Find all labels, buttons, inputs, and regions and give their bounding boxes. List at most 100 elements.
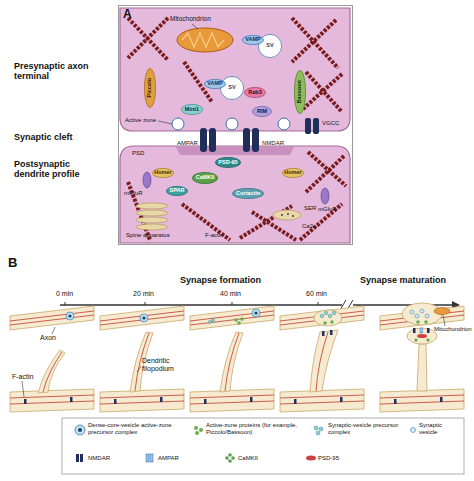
mature-synapse xyxy=(417,334,427,338)
receptor xyxy=(209,128,216,152)
panel-letter: B xyxy=(8,256,17,270)
protein-name: RIM xyxy=(257,109,267,115)
legend-text: Active-zone proteins (for example, Picco… xyxy=(206,422,312,435)
protein-name: SV xyxy=(266,43,273,49)
mature-synapse xyxy=(420,328,423,333)
structure-label: Mitochondrion xyxy=(170,15,211,22)
spine-apparatus xyxy=(136,203,168,209)
timeline-arrow xyxy=(65,302,318,305)
leader-line xyxy=(192,24,198,29)
f-actin-filament xyxy=(306,156,344,192)
mature-synapse xyxy=(427,339,430,342)
leader-line xyxy=(137,366,141,372)
protein-shape xyxy=(294,70,305,113)
time-label: 40 min xyxy=(220,290,241,298)
ser-compartment xyxy=(273,210,301,220)
receptor-label: mGluR xyxy=(318,206,337,213)
presynaptic-terminal xyxy=(120,8,350,131)
presynaptic-terminal xyxy=(120,8,350,131)
mature-synapse xyxy=(420,309,424,313)
f-actin-filament xyxy=(308,152,346,186)
protein-name: SV xyxy=(228,85,235,91)
legend-icon xyxy=(228,459,232,463)
neuron-stage xyxy=(190,306,274,412)
spine-apparatus xyxy=(136,210,168,216)
contact-site xyxy=(323,321,327,325)
time-label: 0 min xyxy=(56,290,73,298)
receptor xyxy=(305,118,311,134)
f-actin-filament xyxy=(128,18,168,60)
protein-name: SPAR xyxy=(170,188,185,194)
spine-apparatus xyxy=(136,217,168,223)
timeline-arrow xyxy=(60,304,452,305)
mint1-protein: Mint1 xyxy=(181,104,203,115)
legend-text: Synaptic vesicle xyxy=(419,422,461,435)
protein-shape xyxy=(252,106,271,116)
protein-shape xyxy=(244,87,265,97)
protein-name: Rab3 xyxy=(248,90,261,96)
structure-label: Dendritic filopodium xyxy=(142,357,190,372)
protein-shape xyxy=(192,172,217,183)
camkii-protein: CaMKII xyxy=(192,172,218,184)
legend-text: Synaptic-vesicle precursor complex xyxy=(328,422,404,435)
legend-icon xyxy=(231,456,235,460)
mature-synapse xyxy=(416,320,420,324)
ser-compartment xyxy=(287,213,289,215)
receptor-label: NMDAR xyxy=(262,140,284,147)
time-label: 20 min xyxy=(133,290,154,298)
receptor-label: mGluR xyxy=(124,190,143,197)
receptor xyxy=(243,128,250,152)
mature-synapse xyxy=(427,328,430,333)
protein-shape xyxy=(144,68,155,107)
mature-synapse xyxy=(407,328,437,344)
leader-line xyxy=(158,121,172,124)
postsynaptic-spine xyxy=(120,146,350,243)
docked-vesicle xyxy=(226,118,238,130)
filopodium xyxy=(43,352,62,392)
structure-label: SER xyxy=(304,205,316,212)
filopodium xyxy=(142,316,145,319)
filopodium xyxy=(208,320,211,323)
protein-name: CaMKII xyxy=(196,175,215,181)
protein-name: Mint1 xyxy=(185,107,199,113)
legend-icon xyxy=(76,454,79,462)
contact-site xyxy=(332,311,336,315)
mature-synapse xyxy=(415,339,418,342)
ser-compartment xyxy=(273,210,301,220)
spar-protein: SPAR xyxy=(166,186,188,196)
legend-icon xyxy=(78,428,82,432)
legend-icon xyxy=(228,453,232,457)
panel-letter: A xyxy=(123,8,132,20)
spine-apparatus xyxy=(136,203,168,230)
structure-label: F-actin xyxy=(205,232,223,239)
ser-compartment xyxy=(292,215,294,217)
contact-site xyxy=(330,320,334,324)
structure-label: Axon xyxy=(40,334,56,342)
receptor xyxy=(200,118,319,152)
panel-outline xyxy=(119,6,353,245)
legend-text: CaMKII xyxy=(238,455,298,462)
leader-line xyxy=(443,315,445,326)
mature-synapse xyxy=(424,320,428,324)
protein-shape xyxy=(215,157,240,167)
legend-icon xyxy=(316,431,320,435)
rab3-protein: Rab3 xyxy=(244,87,266,98)
structure-label: Mitochondrion xyxy=(434,326,472,333)
protein-name: VAMP xyxy=(245,37,260,43)
legend-icon xyxy=(411,428,416,433)
region-label: Postsynaptic dendrite profile xyxy=(14,160,104,180)
filopodium xyxy=(140,314,148,322)
receptor xyxy=(252,128,259,152)
piccolo-protein: Piccolo xyxy=(144,68,156,108)
protein-shape xyxy=(204,79,225,88)
contact-site xyxy=(328,314,332,318)
mglur-receptor xyxy=(143,172,151,188)
f-actin-filament xyxy=(292,18,338,68)
leader-line xyxy=(22,381,24,397)
mglur-receptor xyxy=(321,188,329,204)
psd95-protein: PSD-95 xyxy=(215,157,241,168)
legend-icon xyxy=(319,427,323,431)
vamp-protein: VAMP xyxy=(204,79,226,89)
